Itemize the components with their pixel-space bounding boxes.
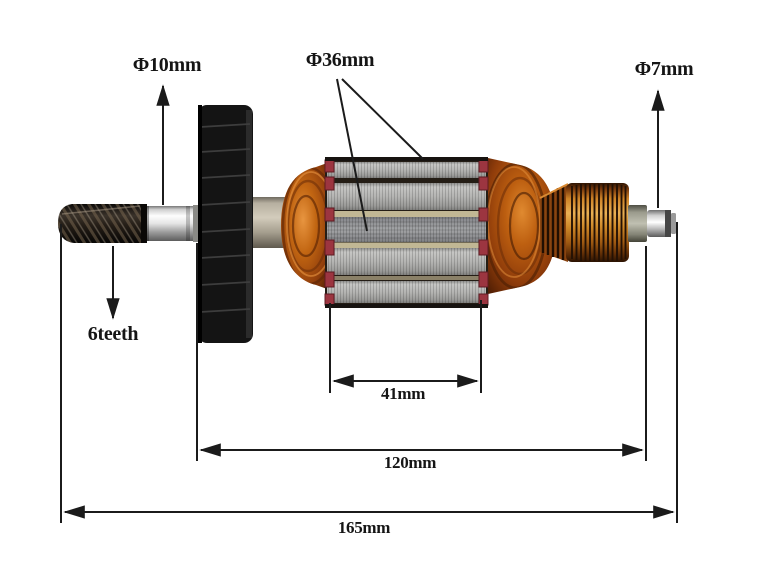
- bearing-collar: [628, 205, 647, 242]
- dim-165mm: [60, 222, 678, 523]
- pinion-gear: [58, 204, 147, 243]
- cooling-fan: [198, 105, 253, 343]
- dim-120mm: [196, 243, 647, 461]
- left-shaft: [146, 205, 200, 242]
- mid-shaft: [250, 197, 286, 248]
- label-gear-teeth: 6teeth: [87, 323, 139, 345]
- commutator: [566, 183, 629, 262]
- label-mid-length: 120mm: [383, 453, 437, 472]
- leader-phi36: [336, 78, 424, 232]
- label-core-length: 41mm: [380, 384, 426, 403]
- label-left-shaft-diameter: Φ10mm: [132, 54, 202, 76]
- right-shaft-tip: [647, 210, 676, 237]
- label-right-shaft-diameter: Φ7mm: [634, 58, 694, 80]
- lamination-core: [324, 157, 489, 308]
- label-overall-length: 165mm: [337, 518, 391, 537]
- commutator-risers: [539, 183, 569, 262]
- dim-41mm: [329, 300, 482, 393]
- label-core-diameter: Φ36mm: [305, 49, 375, 71]
